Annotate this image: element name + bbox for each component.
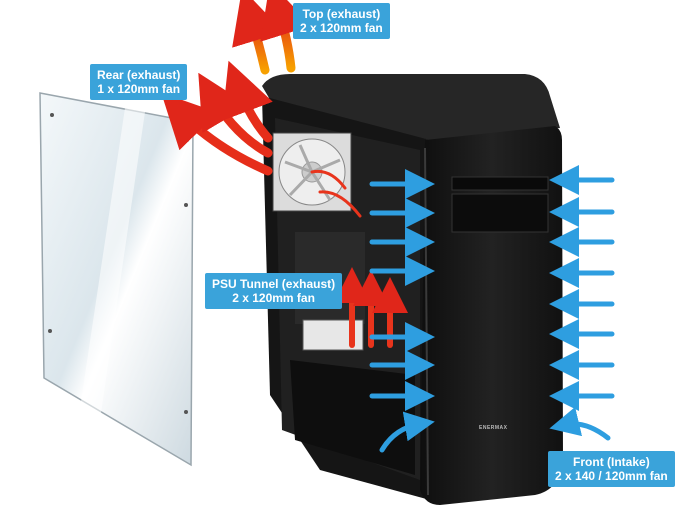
callout-front-detail: 2 x 140 / 120mm fan <box>555 469 668 483</box>
callout-top-exhaust: Top (exhaust) 2 x 120mm fan <box>293 3 390 39</box>
top-exhaust-arrows <box>232 0 312 75</box>
callout-top-title: Top (exhaust) <box>302 7 381 21</box>
rear-exhaust-arrows <box>161 60 273 176</box>
callout-rear-title: Rear (exhaust) <box>97 68 181 82</box>
glass-side-panel <box>39 92 194 467</box>
internal-airflow-arrows <box>310 169 362 218</box>
front-intake-arrows <box>549 165 615 441</box>
rear-fan <box>272 132 352 212</box>
callout-top-detail: 2 x 120mm fan <box>300 21 383 35</box>
callout-psu-title: PSU Tunnel (exhaust) <box>212 277 336 291</box>
callout-psu-detail: 2 x 120mm fan <box>232 291 315 305</box>
callout-psu-tunnel-exhaust: PSU Tunnel (exhaust) 2 x 120mm fan <box>205 273 343 309</box>
internal-intake-arrows <box>369 169 435 453</box>
callout-front-intake: Front (Intake) 2 x 140 / 120mm fan <box>548 451 675 487</box>
callout-front-title: Front (Intake) <box>573 455 650 469</box>
brand-logo: ENERMAX <box>479 425 508 431</box>
callout-rear-detail: 1 x 120mm fan <box>97 82 181 96</box>
callout-rear-exhaust: Rear (exhaust) 1 x 120mm fan <box>90 64 188 100</box>
